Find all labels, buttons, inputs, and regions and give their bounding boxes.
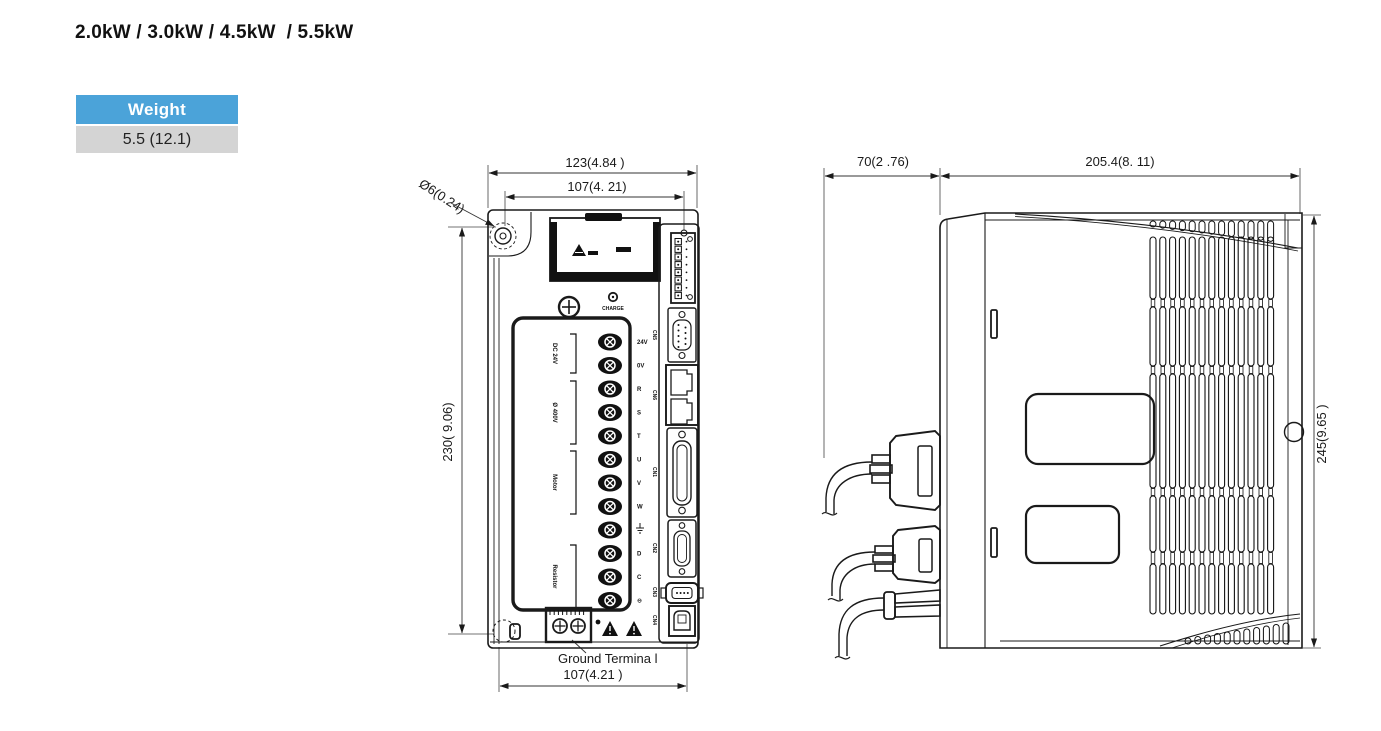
cn1-connector (666, 427, 698, 518)
ground-terminal-callout: Ground Termina l (558, 639, 658, 666)
terminal-label: V (637, 481, 641, 487)
cable-connector-top (821, 429, 941, 516)
cn3-connector (660, 582, 704, 604)
terminal-label: C (637, 575, 642, 581)
ground-terminal-block (544, 606, 593, 644)
side-view-drawing: 70(2 .76) 205.4(8. 11) 245(9.65 ) (821, 154, 1329, 660)
model-text-mark (616, 247, 631, 252)
front-body-outline (487, 209, 699, 649)
dim-label-hole-dia: Ø6(0.24) (416, 176, 467, 217)
group-label-resistor: Resistor (551, 564, 557, 589)
cable-break-mark (827, 597, 844, 602)
terminal-label: T (637, 434, 641, 440)
warning-triangle-icon (602, 621, 618, 636)
connector-label-cn6: CN6 (651, 390, 657, 400)
delta-logo (572, 244, 598, 256)
vent-grid (1149, 220, 1290, 645)
side-screw-hole (1283, 421, 1305, 443)
bottom-vent-curve (1159, 613, 1301, 647)
front-view-drawing: 123(4.84 ) 107(4. 21) Ø6(0.24) 230( 9.06… (416, 155, 704, 692)
connector-label-cn5: CN5 (651, 330, 657, 340)
terminal-label: R (637, 387, 642, 393)
front-dim-overall-width: 123(4.84 ) (487, 155, 698, 208)
indicator-dot (595, 619, 601, 625)
terminal-label: S (637, 411, 641, 417)
cable-break-mark (821, 511, 838, 516)
connector-label-cn3: CN3 (651, 587, 657, 597)
cable-break-mark (834, 655, 851, 660)
weight-table-value: 5.5 (12.1) (76, 126, 238, 153)
cn7-connector (670, 232, 696, 304)
mounting-notch-bottom-left (492, 619, 521, 643)
front-dim-hole-dia: Ø6(0.24) (416, 176, 495, 227)
terminal-label: ⊖ (637, 599, 642, 605)
top-vent-curve (1014, 213, 1299, 249)
dim-label-side-height: 245(9.65 ) (1314, 404, 1329, 463)
cn4-usb-connector (668, 605, 696, 637)
side-opening-large (1024, 392, 1156, 466)
terminal-screws (598, 333, 622, 609)
side-dim-height: 245(9.65 ) (1303, 214, 1329, 649)
page-title: 2.0kW / 3.0kW / 4.5kW / 5.5kW (75, 22, 354, 43)
dim-label-front-depth: 70(2 .76) (857, 154, 909, 169)
cn5-connector (667, 307, 697, 363)
group-label-dc24v: DC 24V (551, 343, 557, 364)
cn6-connector (665, 364, 699, 426)
charge-led: CHARGE (602, 291, 624, 312)
dim-label-height: 230( 9.06) (440, 402, 455, 461)
mounting-hole-top-left (489, 212, 532, 257)
cover-screw (557, 295, 581, 319)
dim-label-body-depth: 205.4(8. 11) (1085, 154, 1154, 169)
front-dim-hole-span: 107(4. 21) (504, 179, 685, 231)
side-opening-small (1024, 504, 1121, 565)
cn2-connector (667, 519, 697, 578)
ground-symbol-icon (636, 523, 644, 534)
connector-panel (658, 223, 700, 644)
terminal-label: D (637, 552, 642, 558)
weight-table: Weight 5.5 (12.1) (76, 95, 238, 153)
side-dim-front-depth: 70(2 .76) (823, 154, 941, 458)
terminal-label: 24V (637, 340, 648, 346)
dim-label-overall-width: 123(4.84 ) (565, 155, 624, 170)
connector-label-cn4: CN4 (651, 615, 657, 625)
dim-label-hole-span: 107(4. 21) (567, 179, 626, 194)
warning-triangle-icon (626, 621, 642, 636)
front-dim-bottom-width: 107(4.21 ) (498, 644, 688, 692)
terminal-groups (570, 333, 577, 609)
terminal-label: W (637, 505, 643, 511)
weight-table-header: Weight (76, 95, 238, 124)
terminal-label: U (637, 458, 641, 464)
connector-label-cn7: CN7 (651, 263, 657, 273)
side-body-outline (939, 212, 1305, 649)
connector-label-cn1: CN1 (651, 467, 657, 477)
display-panel (549, 213, 661, 282)
group-label-400v: Ø 400V (551, 402, 557, 422)
cable-connector-bottom (834, 589, 941, 660)
ground-terminal-label: Ground Termina l (558, 651, 658, 666)
side-dim-body-depth: 205.4(8. 11) (940, 154, 1301, 214)
group-label-motor: Motor (551, 474, 557, 491)
cable-connector-middle (827, 525, 941, 602)
dim-label-bottom-width: 107(4.21 ) (563, 667, 622, 682)
connector-label-cn2: CN2 (651, 543, 657, 553)
charge-label: CHARGE (602, 306, 624, 312)
terminal-label: 0V (637, 364, 644, 370)
